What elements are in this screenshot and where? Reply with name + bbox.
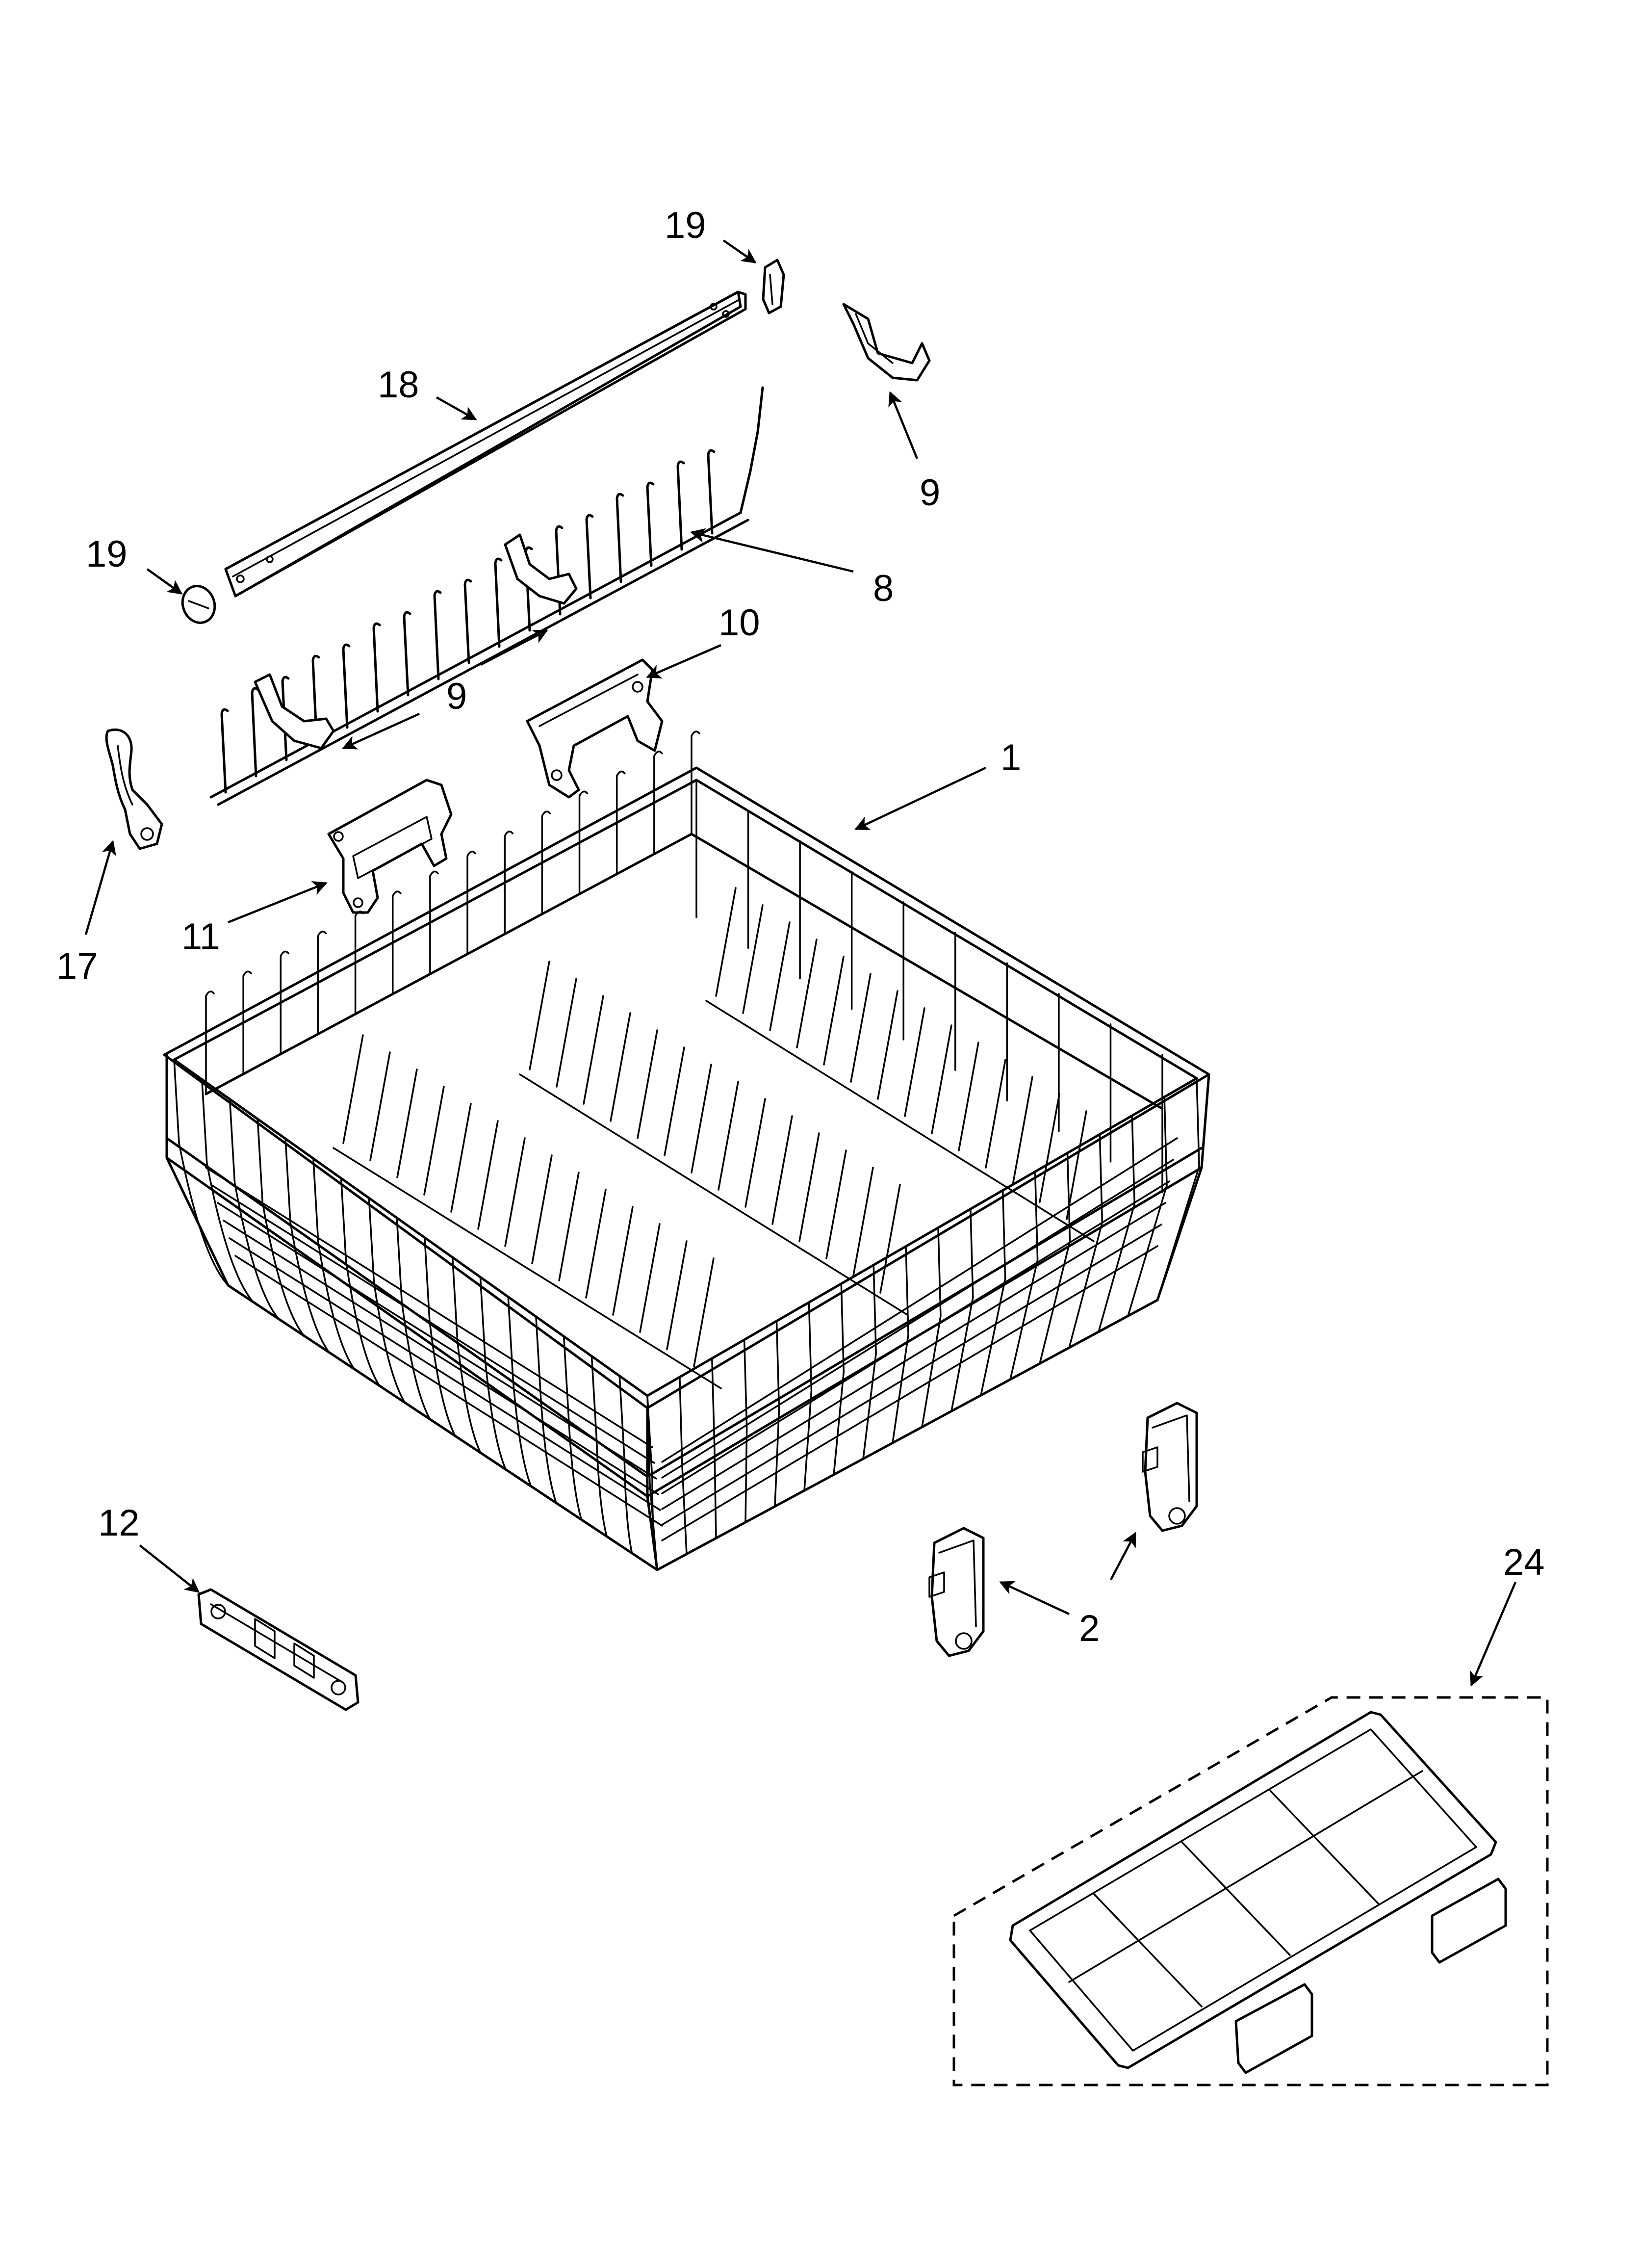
part-10-bracket bbox=[526, 658, 664, 799]
callout-17: 17 bbox=[56, 945, 98, 987]
part-19-end-cap-top bbox=[762, 259, 785, 314]
callout-9-top: 9 bbox=[920, 472, 940, 514]
callout-2: 2 bbox=[1079, 1608, 1100, 1649]
callout-9-mid: 9 bbox=[446, 676, 467, 717]
part-2-wheel-carrier-right bbox=[1142, 1402, 1198, 1532]
part-24-kit bbox=[952, 1696, 1549, 2086]
callout-12: 12 bbox=[98, 1502, 140, 1544]
callout-24: 24 bbox=[1503, 1541, 1545, 1583]
callout-18: 18 bbox=[378, 364, 419, 406]
part-17-lever bbox=[105, 728, 163, 850]
part-11-handle-bracket bbox=[327, 779, 453, 914]
callout-19-top: 19 bbox=[665, 205, 706, 246]
part-18-rail bbox=[224, 290, 747, 598]
part-9-clip-mid bbox=[254, 533, 578, 750]
part-2-wheel-carrier-left bbox=[928, 1527, 985, 1657]
callout-19-left: 19 bbox=[86, 533, 128, 575]
callout-labels: 19 18 9 19 8 10 9 1 17 11 12 2 24 bbox=[56, 205, 1545, 1649]
part-9-clip-top bbox=[842, 303, 931, 382]
callout-11: 11 bbox=[181, 916, 220, 958]
callout-8: 8 bbox=[873, 568, 894, 609]
callout-10: 10 bbox=[718, 602, 760, 644]
leader-lines bbox=[84, 239, 1517, 1687]
part-1-upper-rack bbox=[163, 730, 1210, 1571]
callout-1: 1 bbox=[1001, 737, 1021, 779]
part-19-end-cap-left bbox=[181, 585, 216, 624]
part-12-rail-clip bbox=[197, 1588, 359, 1711]
